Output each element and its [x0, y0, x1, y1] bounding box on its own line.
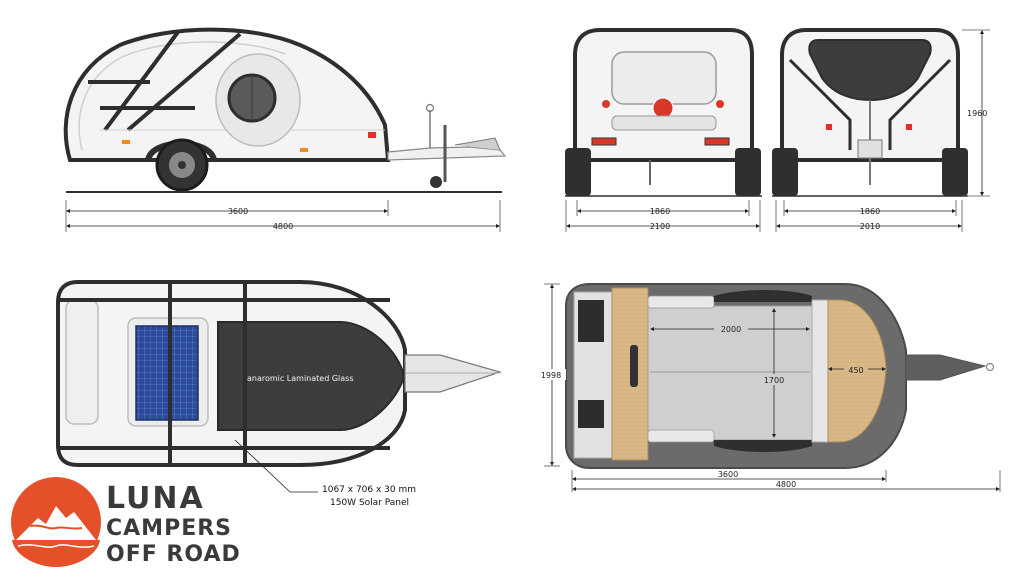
floor-dim-total: 4800	[776, 480, 796, 489]
side-view: 3600 4800	[63, 27, 507, 232]
solar-panel	[135, 325, 199, 421]
brand-line-offroad: OFF ROAD	[106, 542, 241, 567]
floor-dim-storage: 450	[848, 366, 863, 375]
rear-view: 1860 2100	[565, 28, 762, 232]
front-glass	[808, 39, 932, 102]
luna-logo	[11, 477, 101, 567]
rear-dim-outer: 2100	[650, 222, 670, 231]
floor-dim-body: 3600	[718, 470, 738, 479]
floor-dim-bed-width: 1700	[764, 376, 784, 385]
solar-note-power: 150W Solar Panel	[330, 498, 409, 508]
front-dim-height: 1960	[967, 109, 987, 118]
glass-label: Panaromic Laminated Glass	[243, 374, 354, 383]
brand-line-campers: CAMPERS	[106, 516, 233, 541]
floor-dim-width: 1998	[541, 371, 561, 380]
side-dim-body: 3600	[228, 207, 248, 216]
top-view: Panaromic Laminated Glass 1067 x 706 x 3…	[56, 280, 503, 508]
front-dim-inner: 1860	[860, 207, 880, 216]
floor-plan: 2000 1700 450 1998 3600 4800	[536, 283, 1001, 492]
front-dim-outer: 2010	[860, 222, 880, 231]
panoramic-glass	[217, 321, 406, 431]
rear-dim-inner: 1860	[650, 207, 670, 216]
side-roof-rack	[88, 30, 242, 132]
brand-wordmark: LUNA CAMPERS OFF ROAD	[106, 484, 241, 566]
solar-note-size: 1067 x 706 x 30 mm	[322, 485, 416, 495]
brand-line-luna: LUNA	[106, 481, 205, 516]
galley-cabinet	[611, 287, 649, 461]
floor-dim-bed-length: 2000	[721, 325, 741, 334]
front-view: 1960 1860 2010	[772, 28, 990, 232]
side-dim-total: 4800	[273, 222, 293, 231]
rear-badge	[652, 97, 674, 119]
